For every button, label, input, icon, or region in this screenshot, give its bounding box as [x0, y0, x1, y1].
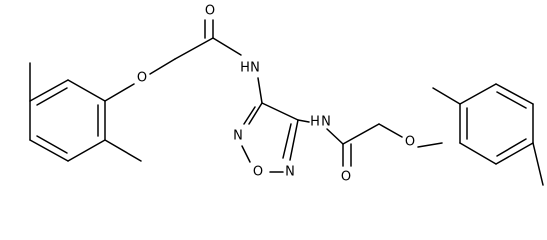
bond [36, 87, 68, 106]
bond [495, 83, 534, 105]
bond [342, 123, 380, 145]
bond [149, 58, 176, 75]
bond [532, 142, 544, 186]
bond [67, 79, 106, 102]
bond [459, 142, 497, 165]
bond-lines [29, 19, 544, 186]
bond [29, 139, 69, 162]
atom-oxygen-ring: O [253, 165, 263, 180]
atom-oxygen-carbonyl-left: O [205, 4, 215, 19]
atom-oxygen-ether-left: O [137, 71, 147, 86]
atom-nitrogen-amide-right: N [321, 115, 331, 130]
bond [174, 37, 214, 60]
bond [104, 83, 135, 102]
atom-oxygen-carbonyl-right: O [341, 170, 351, 185]
bond [297, 119, 310, 123]
bond [241, 145, 251, 163]
bond [417, 142, 443, 148]
atom-labels: O O N H N H N O N O O [137, 4, 415, 185]
atom-oxygen-ether-right: O [405, 135, 415, 150]
bond [378, 123, 403, 138]
bond [282, 123, 292, 159]
bond [459, 83, 497, 105]
bond [212, 37, 242, 56]
bond [289, 119, 299, 161]
bond [496, 138, 527, 157]
bond [495, 142, 534, 165]
chemical-structure-diagram: O O N H N H N O N O O [29, 4, 544, 186]
bond [248, 102, 263, 125]
atom-hydrogen-amide-left: H [240, 61, 250, 76]
atom-nitrogen-amide-left: N [250, 61, 260, 76]
bond [29, 79, 69, 102]
bond [326, 128, 344, 145]
atom-hydrogen-amide-right: H [310, 115, 320, 130]
bond [261, 102, 299, 121]
bond [432, 87, 461, 105]
bond [243, 106, 256, 125]
bond [104, 139, 142, 162]
atom-nitrogen-ring-top: N [233, 129, 243, 144]
bond [36, 135, 68, 154]
bond [257, 77, 263, 104]
bond [496, 91, 527, 109]
bond [67, 139, 106, 162]
atom-nitrogen-ring-bottom: N [285, 165, 295, 180]
